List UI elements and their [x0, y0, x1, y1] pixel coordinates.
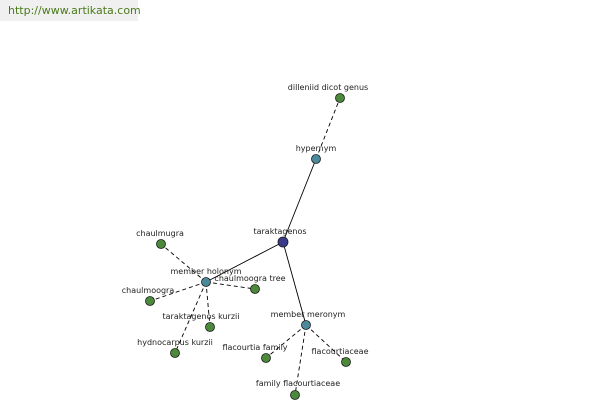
- graph-edges: [149, 97, 347, 396]
- node-dot-flacourtiaceae[interactable]: [341, 357, 351, 367]
- node-hydnocarpus-kurzii[interactable]: hydnocarpus kurzii: [137, 338, 213, 358]
- graph-nodes: taraktagenos hypernym member holonym member…: [122, 83, 369, 400]
- node-family-flacourtiaceae[interactable]: family flacourtiaceae: [256, 379, 340, 400]
- node-chaulmoogra[interactable]: chaulmoogra: [122, 286, 175, 306]
- node-label-flacourtia-family[interactable]: flacourtia family: [222, 343, 287, 352]
- node-chaulmugra[interactable]: chaulmugra: [136, 229, 184, 249]
- node-label-dilleniid-dicot-genus[interactable]: dilleniid dicot genus: [288, 83, 368, 92]
- node-flacourtia-family[interactable]: flacourtia family: [222, 343, 288, 363]
- node-dot-family-flacourtiaceae[interactable]: [290, 390, 300, 400]
- node-dilleniid-dicot-genus[interactable]: dilleniid dicot genus: [288, 83, 368, 103]
- edge-member-meronym-to-flacourtia-family: [265, 324, 307, 359]
- node-dot-chaulmoogra-tree[interactable]: [250, 284, 260, 294]
- node-dot-hypernym[interactable]: [311, 154, 321, 164]
- node-member-holonym[interactable]: member holonym: [170, 267, 242, 287]
- node-label-chaulmoogra[interactable]: chaulmoogra: [122, 286, 175, 295]
- node-member-meronym[interactable]: member meronym: [271, 310, 346, 330]
- node-label-chaulmoogra-tree[interactable]: chaulmoogra tree: [214, 274, 285, 283]
- node-dot-hydnocarpus-kurzii[interactable]: [170, 348, 180, 358]
- node-label-center[interactable]: taraktagenos: [253, 227, 306, 236]
- edge-member-holonym-to-taraktagenos-kurzii: [205, 281, 211, 328]
- node-dot-taraktagenos-kurzii[interactable]: [205, 322, 215, 332]
- edge-center-to-hypernym: [282, 158, 317, 243]
- node-dot-member-holonym[interactable]: [201, 277, 211, 287]
- node-chaulmoogra-tree[interactable]: chaulmoogra tree: [214, 274, 286, 294]
- edge-member-meronym-to-flacourtiaceae: [305, 324, 347, 363]
- url-banner: http://www.artikata.com: [0, 0, 141, 21]
- node-label-member-meronym[interactable]: member meronym: [271, 310, 346, 319]
- node-flacourtiaceae[interactable]: flacourtiaceae: [312, 347, 369, 367]
- edge-member-meronym-to-family-flacourtiaceae: [294, 324, 307, 396]
- edge-center-to-member-holonym: [205, 241, 284, 283]
- node-dot-flacourtia-family[interactable]: [261, 353, 271, 363]
- node-dot-center[interactable]: [277, 236, 289, 248]
- edge-member-holonym-to-hydnocarpus-kurzii: [174, 281, 207, 354]
- node-label-taraktagenos-kurzii[interactable]: taraktagenos kurzii: [163, 312, 240, 321]
- node-label-hypernym[interactable]: hypernym: [296, 144, 337, 153]
- node-dot-dilleniid-dicot-genus[interactable]: [335, 93, 345, 103]
- edge-center-to-member-meronym: [282, 241, 307, 326]
- node-dot-member-meronym[interactable]: [301, 320, 311, 330]
- node-center[interactable]: taraktagenos: [253, 227, 307, 248]
- node-label-hydnocarpus-kurzii[interactable]: hydnocarpus kurzii: [137, 338, 213, 347]
- node-dot-chaulmugra[interactable]: [156, 239, 166, 249]
- edge-hypernym-to-dilleniid-dicot-genus: [315, 97, 341, 160]
- edge-member-holonym-to-chaulmoogra: [149, 281, 207, 302]
- node-hypernym[interactable]: hypernym: [296, 144, 337, 164]
- node-label-chaulmugra[interactable]: chaulmugra: [136, 229, 184, 238]
- source-url-link[interactable]: http://www.artikata.com: [8, 4, 141, 17]
- node-dot-chaulmoogra[interactable]: [145, 296, 155, 306]
- node-label-family-flacourtiaceae[interactable]: family flacourtiaceae: [256, 379, 340, 388]
- edge-member-holonym-to-chaulmugra: [160, 243, 207, 283]
- node-label-member-holonym[interactable]: member holonym: [170, 267, 241, 276]
- edge-member-holonym-to-chaulmoogra-tree: [205, 281, 256, 290]
- node-label-flacourtiaceae[interactable]: flacourtiaceae: [312, 347, 369, 356]
- node-taraktagenos-kurzii[interactable]: taraktagenos kurzii: [163, 312, 240, 332]
